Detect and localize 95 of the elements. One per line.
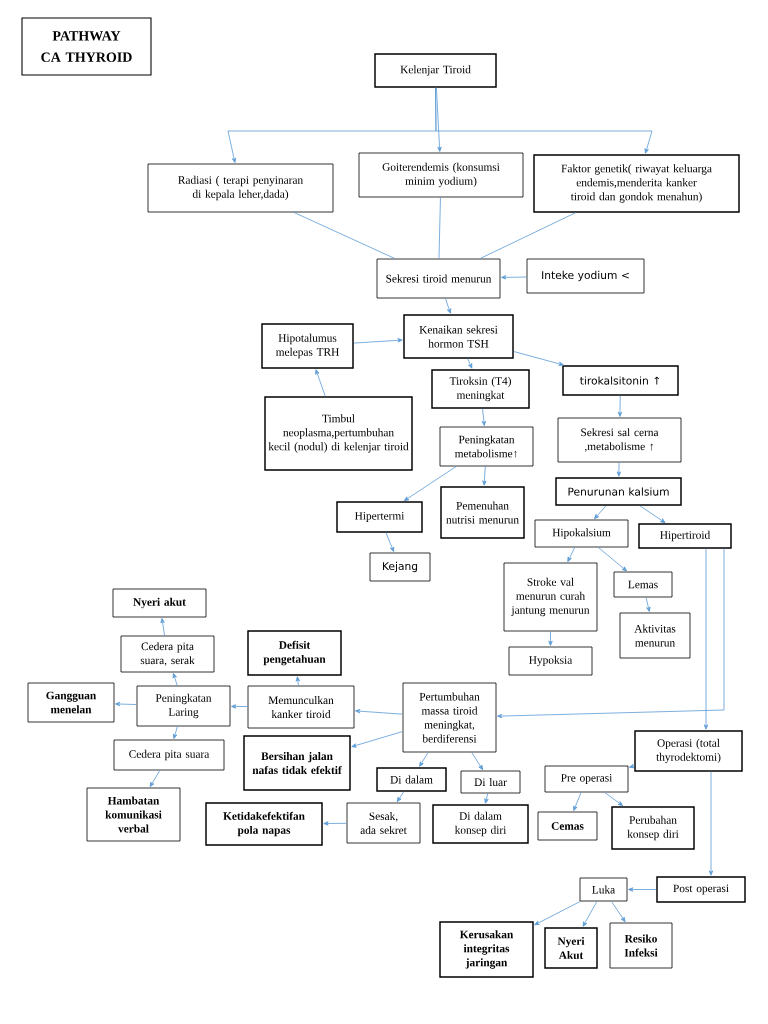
process-box: Nyeri akut <box>112 588 207 618</box>
arrow <box>351 731 403 748</box>
process-box: Gangguan menelan <box>27 682 115 723</box>
process-box: Timbul neoplasma,pertumbuhan kecil (nodul) di kelenjar tiroid <box>264 396 413 471</box>
process-box: Resiko Infeksi <box>609 922 673 969</box>
process-box: Kerusakan integritas jaringan <box>439 921 534 978</box>
arrow <box>419 752 429 767</box>
arrow <box>471 752 484 771</box>
arrow <box>173 726 178 739</box>
arrow <box>582 901 598 927</box>
arrow <box>231 704 248 709</box>
process-box: Cedera pita suara, serak <box>120 635 215 673</box>
arrow <box>548 631 553 646</box>
process-box: tirokalsitonin ↑ <box>562 365 679 396</box>
process-box: Faktor genetik( riwayat keluarga endemis,menderita kanker tiroid dan gondok menahun) <box>533 154 740 213</box>
arrow <box>467 358 473 369</box>
arrow <box>616 462 622 477</box>
process-box: Hipotalumus melepas TRH <box>261 323 354 369</box>
process-box: Hipokalsium <box>534 519 629 548</box>
arrow <box>611 901 626 923</box>
process-box: Stroke val menurun curah jantung menurun <box>503 562 598 632</box>
process-box: Sekresi sal cerna ,metabolisme ↑ <box>557 417 682 463</box>
process-box: Di luar <box>460 770 521 794</box>
process-box: Hypoksia <box>508 646 593 676</box>
process-box: Inteke yodium < <box>526 258 645 294</box>
arrow <box>628 887 657 892</box>
process-box: Sekresi tiroid menurun <box>376 258 501 299</box>
arrow <box>396 791 405 803</box>
arrow <box>513 351 564 366</box>
arrow <box>594 505 607 520</box>
arrow <box>639 505 666 524</box>
process-box: Pertumbuhan massa tiroid meningkat, berdiferensi <box>402 682 497 753</box>
process-box: Peningkatan metabolisme↑ <box>439 426 534 467</box>
arrow <box>355 709 403 715</box>
arrow <box>604 792 624 807</box>
process-box: Radiasi ( terapi penyinaran di kepala leher,dada) <box>147 163 334 213</box>
arrow <box>597 547 628 572</box>
process-box: Hambatan komunikasi verbal <box>86 787 181 842</box>
arrow <box>403 466 457 502</box>
arrow <box>149 770 161 788</box>
arrow <box>534 901 581 926</box>
arrow <box>436 87 442 152</box>
arrow <box>444 298 452 314</box>
process-box: Di dalam <box>376 767 447 792</box>
process-box: Lemas <box>613 571 673 598</box>
process-box: Pemenuhan nutrisi menurun <box>440 486 525 539</box>
arrow <box>353 338 403 344</box>
process-box: Tiroksin (T4) meningkat <box>431 369 530 409</box>
process-box: Di dalam konsep diri <box>432 804 529 844</box>
arrow <box>501 275 527 280</box>
arrow <box>617 395 623 417</box>
process-box: Nyeri Akut <box>544 927 598 969</box>
process-box: Memunculkan kanker tiroid <box>247 685 355 729</box>
process-box: Kejang <box>369 552 431 582</box>
process-box: Cemas <box>537 811 598 841</box>
process-box: Post operasi <box>656 876 746 903</box>
process-box: Peningkatan Laring <box>136 685 231 727</box>
process-box: Aktivitas menurun <box>619 612 691 659</box>
connector-line <box>438 197 441 259</box>
arrow <box>435 87 653 154</box>
process-box: Hipertermi <box>336 501 423 533</box>
process-box: Cedera pita suara <box>113 739 225 771</box>
arrow <box>567 547 576 563</box>
process-box: Defisit pengetahuan <box>247 630 342 676</box>
process-box: Operasi (total thyrodektomi) <box>634 730 743 772</box>
arrow <box>703 548 709 730</box>
arrow <box>295 676 301 686</box>
connector-line <box>293 212 396 259</box>
arrow <box>645 597 651 612</box>
arrow <box>115 701 137 707</box>
arrow <box>482 466 487 486</box>
arrow <box>708 771 714 876</box>
arrow <box>629 764 635 769</box>
arrow <box>573 792 582 811</box>
arrow <box>484 793 489 804</box>
arrow <box>315 369 326 397</box>
connector-line <box>479 212 576 259</box>
process-box: Penurunan kalsium <box>555 477 682 506</box>
process-box: Pre operasi <box>544 765 629 793</box>
process-box: Sesak, ada sekret <box>346 802 421 844</box>
process-box: Luka <box>579 877 628 902</box>
process-box: Kelenjar Tiroid <box>374 53 497 88</box>
process-box: Bersihan jalan nafas tidak efektif <box>243 735 351 791</box>
arrow <box>385 532 395 552</box>
process-box: Ketidakefektifan pola napas <box>205 802 323 846</box>
process-box: Perubahan konsep diri <box>611 806 695 850</box>
process-box: Hipertiroid <box>638 523 732 549</box>
arrow <box>160 618 165 636</box>
process-box: Goiterendemis (konsumsi minim yodium) <box>358 152 524 198</box>
arrow <box>323 821 347 826</box>
arrow <box>497 548 725 719</box>
arrow <box>481 408 486 426</box>
arrow <box>172 673 178 686</box>
process-box: Kenaikan sekresi hormon TSH <box>403 314 514 359</box>
title-box: PATHWAY CA THYROID <box>21 17 152 76</box>
